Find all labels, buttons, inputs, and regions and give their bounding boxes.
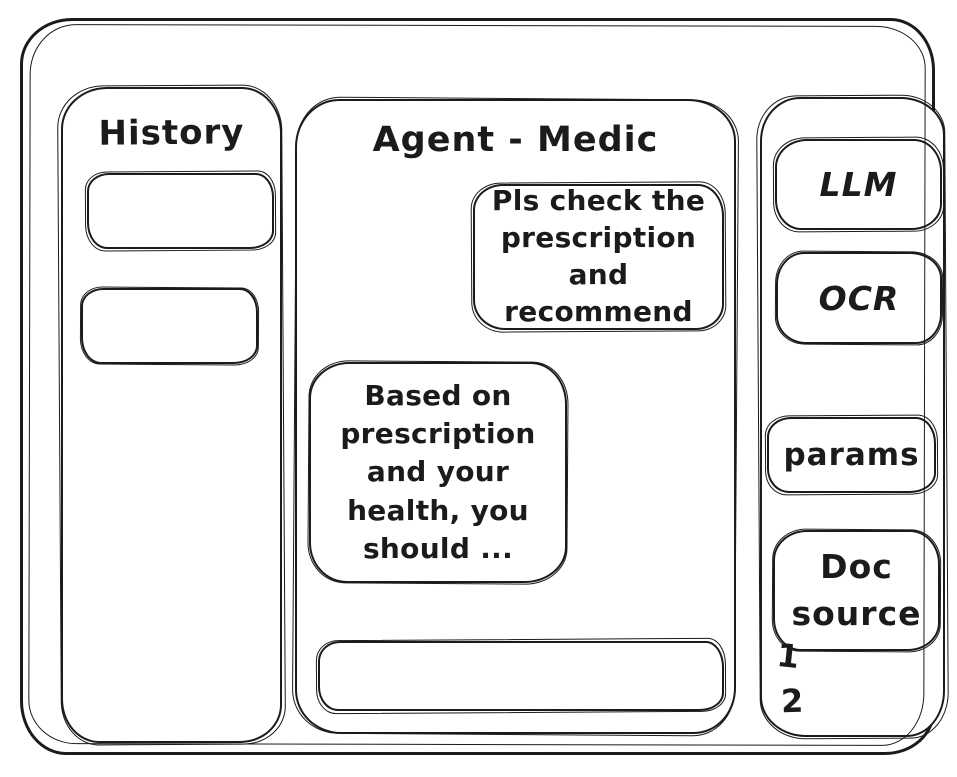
history-title: History (98, 112, 245, 154)
message-input[interactable] (318, 641, 724, 711)
params-button[interactable]: params (767, 417, 936, 493)
chat-panel: Agent - Medic Pls check the prescription… (295, 99, 736, 734)
tools-panel: LLM OCR params Doc source 1 2 (760, 97, 945, 737)
history-panel: History (61, 87, 282, 743)
doc-source-item-1[interactable]: 1 (775, 635, 802, 677)
assistant-message-bubble: Based on prescription and your health, y… (309, 362, 567, 583)
app-frame: History Agent - Medic Pls check the pres… (20, 18, 945, 755)
history-item[interactable] (81, 288, 258, 364)
llm-button[interactable]: LLM (775, 139, 942, 230)
user-message-bubble: Pls check the prescription and recommend (473, 184, 724, 330)
history-item[interactable] (87, 173, 274, 249)
chat-title: Agent - Medic (372, 120, 659, 160)
doc-source-item-2[interactable]: 2 (780, 681, 804, 721)
doc-source-button[interactable]: Doc source (773, 530, 940, 651)
ocr-button[interactable]: OCR (776, 252, 942, 344)
